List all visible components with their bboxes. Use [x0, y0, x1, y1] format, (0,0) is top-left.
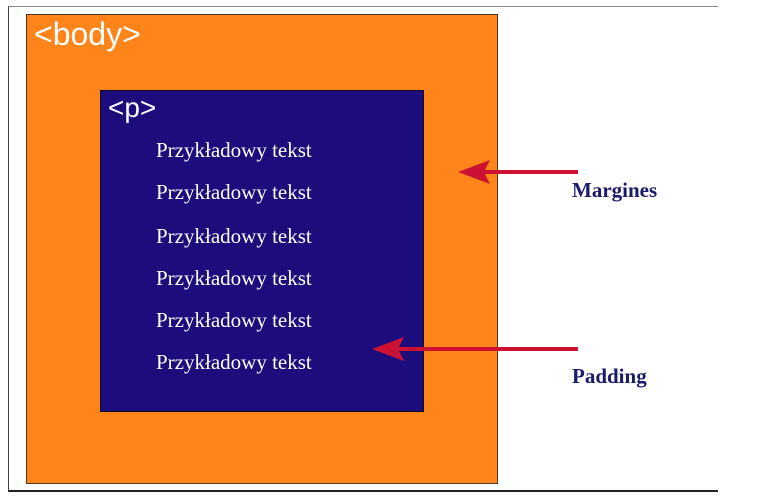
- margin-arrow: [458, 160, 578, 184]
- paragraph-tag-label: <p>: [108, 92, 157, 123]
- sample-text-line-3: Przykładowy tekst: [156, 224, 312, 248]
- padding-arrow: [372, 337, 578, 361]
- padding-annotation: Padding: [572, 364, 647, 388]
- body-tag-label: <body>: [34, 16, 141, 52]
- diagram-frame: [8, 6, 718, 492]
- sample-text-line-4: Przykładowy tekst: [156, 266, 312, 290]
- sample-text-line-6: Przykładowy tekst: [156, 350, 312, 374]
- sample-text-line-5: Przykładowy tekst: [156, 308, 312, 332]
- margin-annotation: Margines: [572, 178, 658, 202]
- sample-text-line-2: Przykładowy tekst: [156, 180, 312, 204]
- paragraph-element-box: [100, 90, 424, 412]
- sample-text-line-1: Przykładowy tekst: [156, 138, 312, 162]
